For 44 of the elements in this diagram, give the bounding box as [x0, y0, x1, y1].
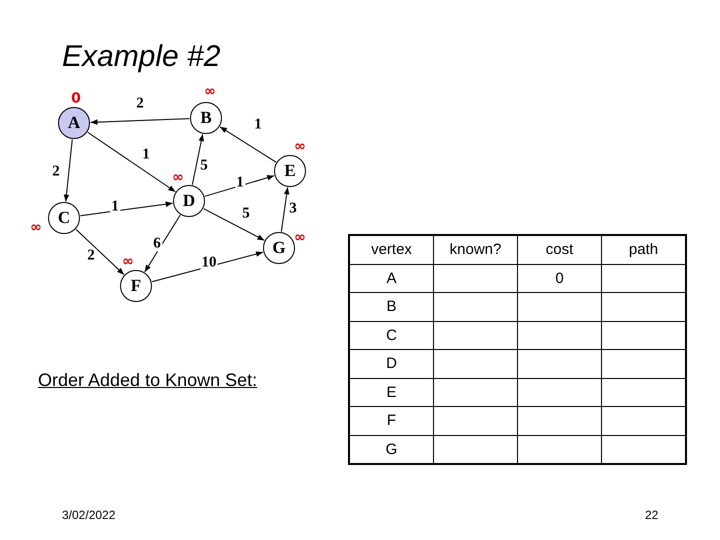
- arrow: [203, 208, 265, 241]
- vertex-circle: C: [48, 202, 80, 234]
- vertex-circle: A: [58, 107, 90, 139]
- edge-weight: 6: [152, 236, 162, 252]
- arrow: [192, 134, 204, 186]
- distance-label: ∞: [204, 84, 216, 100]
- arrow: [80, 201, 174, 216]
- edge-weight: 1: [110, 200, 120, 214]
- distance-label: ∞: [294, 140, 306, 154]
- table-cell: B: [349, 292, 434, 321]
- distance-label: ∞: [294, 230, 306, 246]
- column-header: vertex: [349, 235, 434, 264]
- distance-label: 0: [71, 92, 81, 106]
- vertex-circle: B: [190, 102, 222, 134]
- distance-label: ∞: [172, 170, 184, 186]
- vertex-circle: E: [274, 155, 306, 187]
- date-footer: 3/02/2022: [62, 508, 116, 522]
- arrow: [280, 186, 290, 232]
- table-cell: 0: [518, 264, 602, 292]
- vertex-circle: F: [120, 270, 152, 302]
- arrow: [64, 138, 73, 202]
- column-header: known?: [434, 235, 518, 264]
- underlined-heading: Order Added to Known Set:: [38, 370, 258, 391]
- vertex-circle: D: [173, 185, 205, 217]
- arrow: [219, 126, 277, 163]
- arrow: [204, 175, 275, 197]
- table-cell: C: [349, 321, 434, 350]
- arrow: [144, 214, 181, 272]
- distance-label: ∞: [122, 254, 134, 270]
- table-cell: E: [349, 378, 434, 406]
- distance-label: ∞: [30, 220, 42, 236]
- slide-title: Example #2: [62, 40, 220, 74]
- arrow: [76, 228, 124, 276]
- column-header: cost: [518, 235, 602, 264]
- edge-weight: 10: [200, 256, 218, 270]
- arrow: [90, 118, 190, 125]
- table-cell: A: [349, 264, 434, 292]
- arrow: [151, 251, 264, 282]
- arrow: [87, 132, 176, 192]
- vertex-circle: G: [263, 232, 295, 264]
- page-number: 22: [645, 508, 658, 522]
- edge-weight: 1: [235, 176, 245, 190]
- table-cell: F: [349, 406, 434, 435]
- table-cell: D: [349, 350, 434, 378]
